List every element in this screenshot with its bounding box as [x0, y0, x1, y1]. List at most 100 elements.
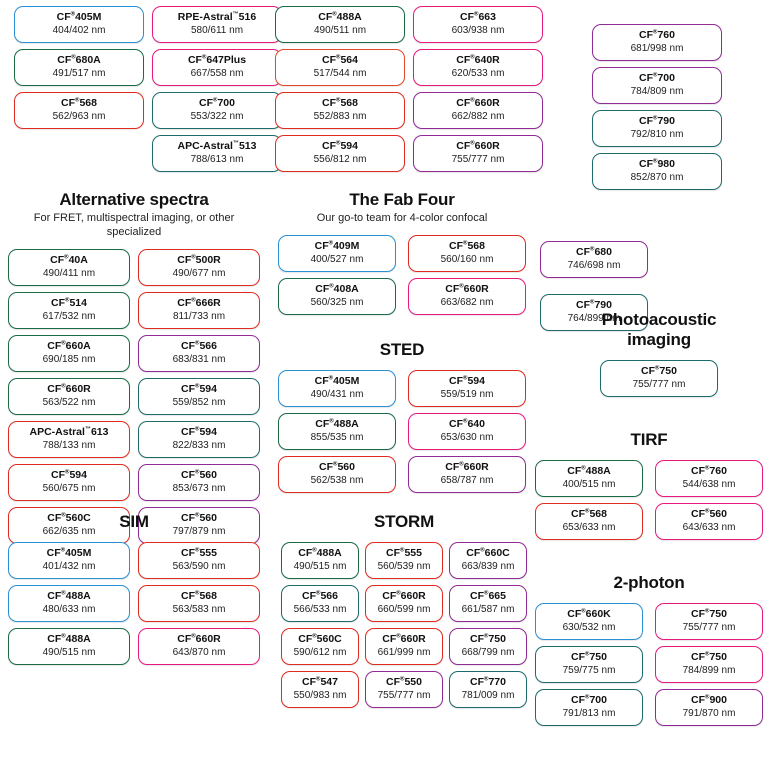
dye-wavelength: 590/612 nm [293, 647, 347, 658]
dye-name: CF®405M [314, 375, 360, 387]
dye-wavelength: 563/590 nm [172, 561, 226, 572]
dye-name: APC-Astral™613 [29, 426, 109, 438]
dye-name: CF®405M [56, 11, 102, 23]
dye-name: CF®980 [639, 158, 675, 170]
dye-name: CF®750 [691, 651, 727, 663]
dye-name: CF®700 [199, 97, 235, 109]
dye-name: CF®488A [47, 633, 91, 645]
spacer [278, 225, 526, 235]
dye-wavelength: 755/777 nm [377, 690, 431, 701]
dye-wavelength: 566/533 nm [293, 604, 347, 615]
dye-wavelength: 559/519 nm [440, 389, 494, 400]
dye-wavelength: 480/633 nm [42, 604, 96, 615]
dye-wavelength: 853/673 nm [172, 483, 226, 494]
dye-wavelength: 683/831 nm [172, 354, 226, 365]
dye-name: CF®594 [181, 426, 217, 438]
dye-name: CF®900 [691, 694, 727, 706]
dye-wavelength: 755/777 nm [682, 622, 736, 633]
